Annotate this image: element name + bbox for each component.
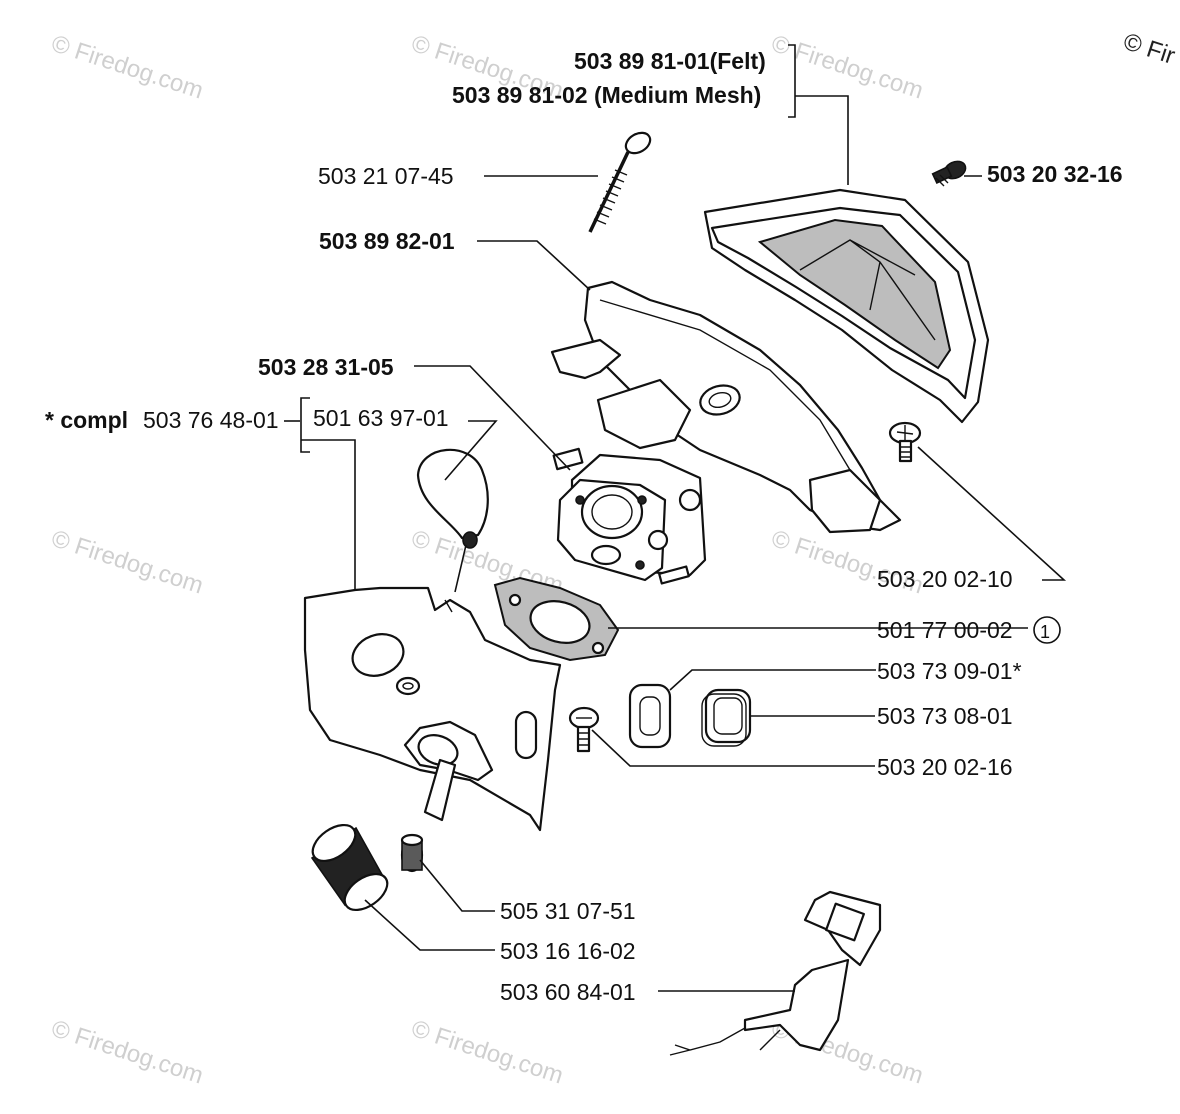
watermark: © Firedog.com (48, 1015, 206, 1089)
label-grommet-b: 503 73 08-01 (877, 703, 1013, 729)
label-air-filter-mesh: 503 89 81-02 (Medium Mesh) (452, 82, 761, 108)
note-circle (1033, 616, 1061, 644)
primer-bulb-part (416, 448, 489, 549)
watermark: © Fir (1120, 28, 1178, 70)
air-filter-cover-part (703, 188, 990, 424)
watermark: © Firedog.com (408, 1015, 566, 1089)
filter-screw-part (931, 160, 967, 187)
label-gasket: 501 77 00-02 (877, 617, 1013, 643)
carburetor-part (552, 447, 707, 585)
label-screw-lower: 503 20 02-16 (877, 754, 1013, 780)
filter-holder-part (550, 280, 902, 534)
screw-right-part (888, 421, 922, 463)
label-throttle-rod: 503 60 84-01 (500, 979, 636, 1005)
rubber-boot-part (310, 823, 389, 912)
long-screw-part (588, 131, 652, 233)
throttle-rod-part (669, 890, 882, 1056)
label-screw-right: 503 20 02-10 (877, 566, 1013, 592)
label-screw-long: 503 21 07-45 (318, 163, 454, 189)
watermark: © Firedog.com (768, 30, 926, 104)
heat-shield-part (303, 586, 562, 832)
watermark: © Firedog.com (48, 525, 206, 599)
grommet-b-part (701, 688, 752, 747)
label-sleeve: 505 31 07-51 (500, 898, 636, 924)
part-labels: 503 89 81-01(Felt) 503 89 81-02 (Medium … (45, 48, 1123, 1005)
label-gasket-note: 1 (1040, 622, 1050, 642)
leader-lines (284, 44, 1067, 992)
label-air-filter-felt: 503 89 81-01(Felt) (574, 48, 766, 74)
label-rubber-boot: 503 16 16-02 (500, 938, 636, 964)
grommet-a-part (628, 683, 672, 749)
sleeve-part (400, 833, 424, 873)
screw-lower-part (568, 706, 600, 753)
label-filter-holder: 503 89 82-01 (319, 228, 455, 254)
label-carburetor: 503 28 31-05 (258, 354, 394, 380)
label-compl-number: 503 76 48-01 (143, 407, 279, 433)
label-filter-screw: 503 20 32-16 (987, 161, 1123, 187)
watermark: © Firedog.com (48, 30, 206, 104)
label-grommet-a: 503 73 09-01* (877, 658, 1022, 684)
label-compl-prefix: * compl (45, 407, 128, 433)
label-primer-bulb: 501 63 97-01 (313, 405, 449, 431)
gasket-part (493, 576, 620, 662)
